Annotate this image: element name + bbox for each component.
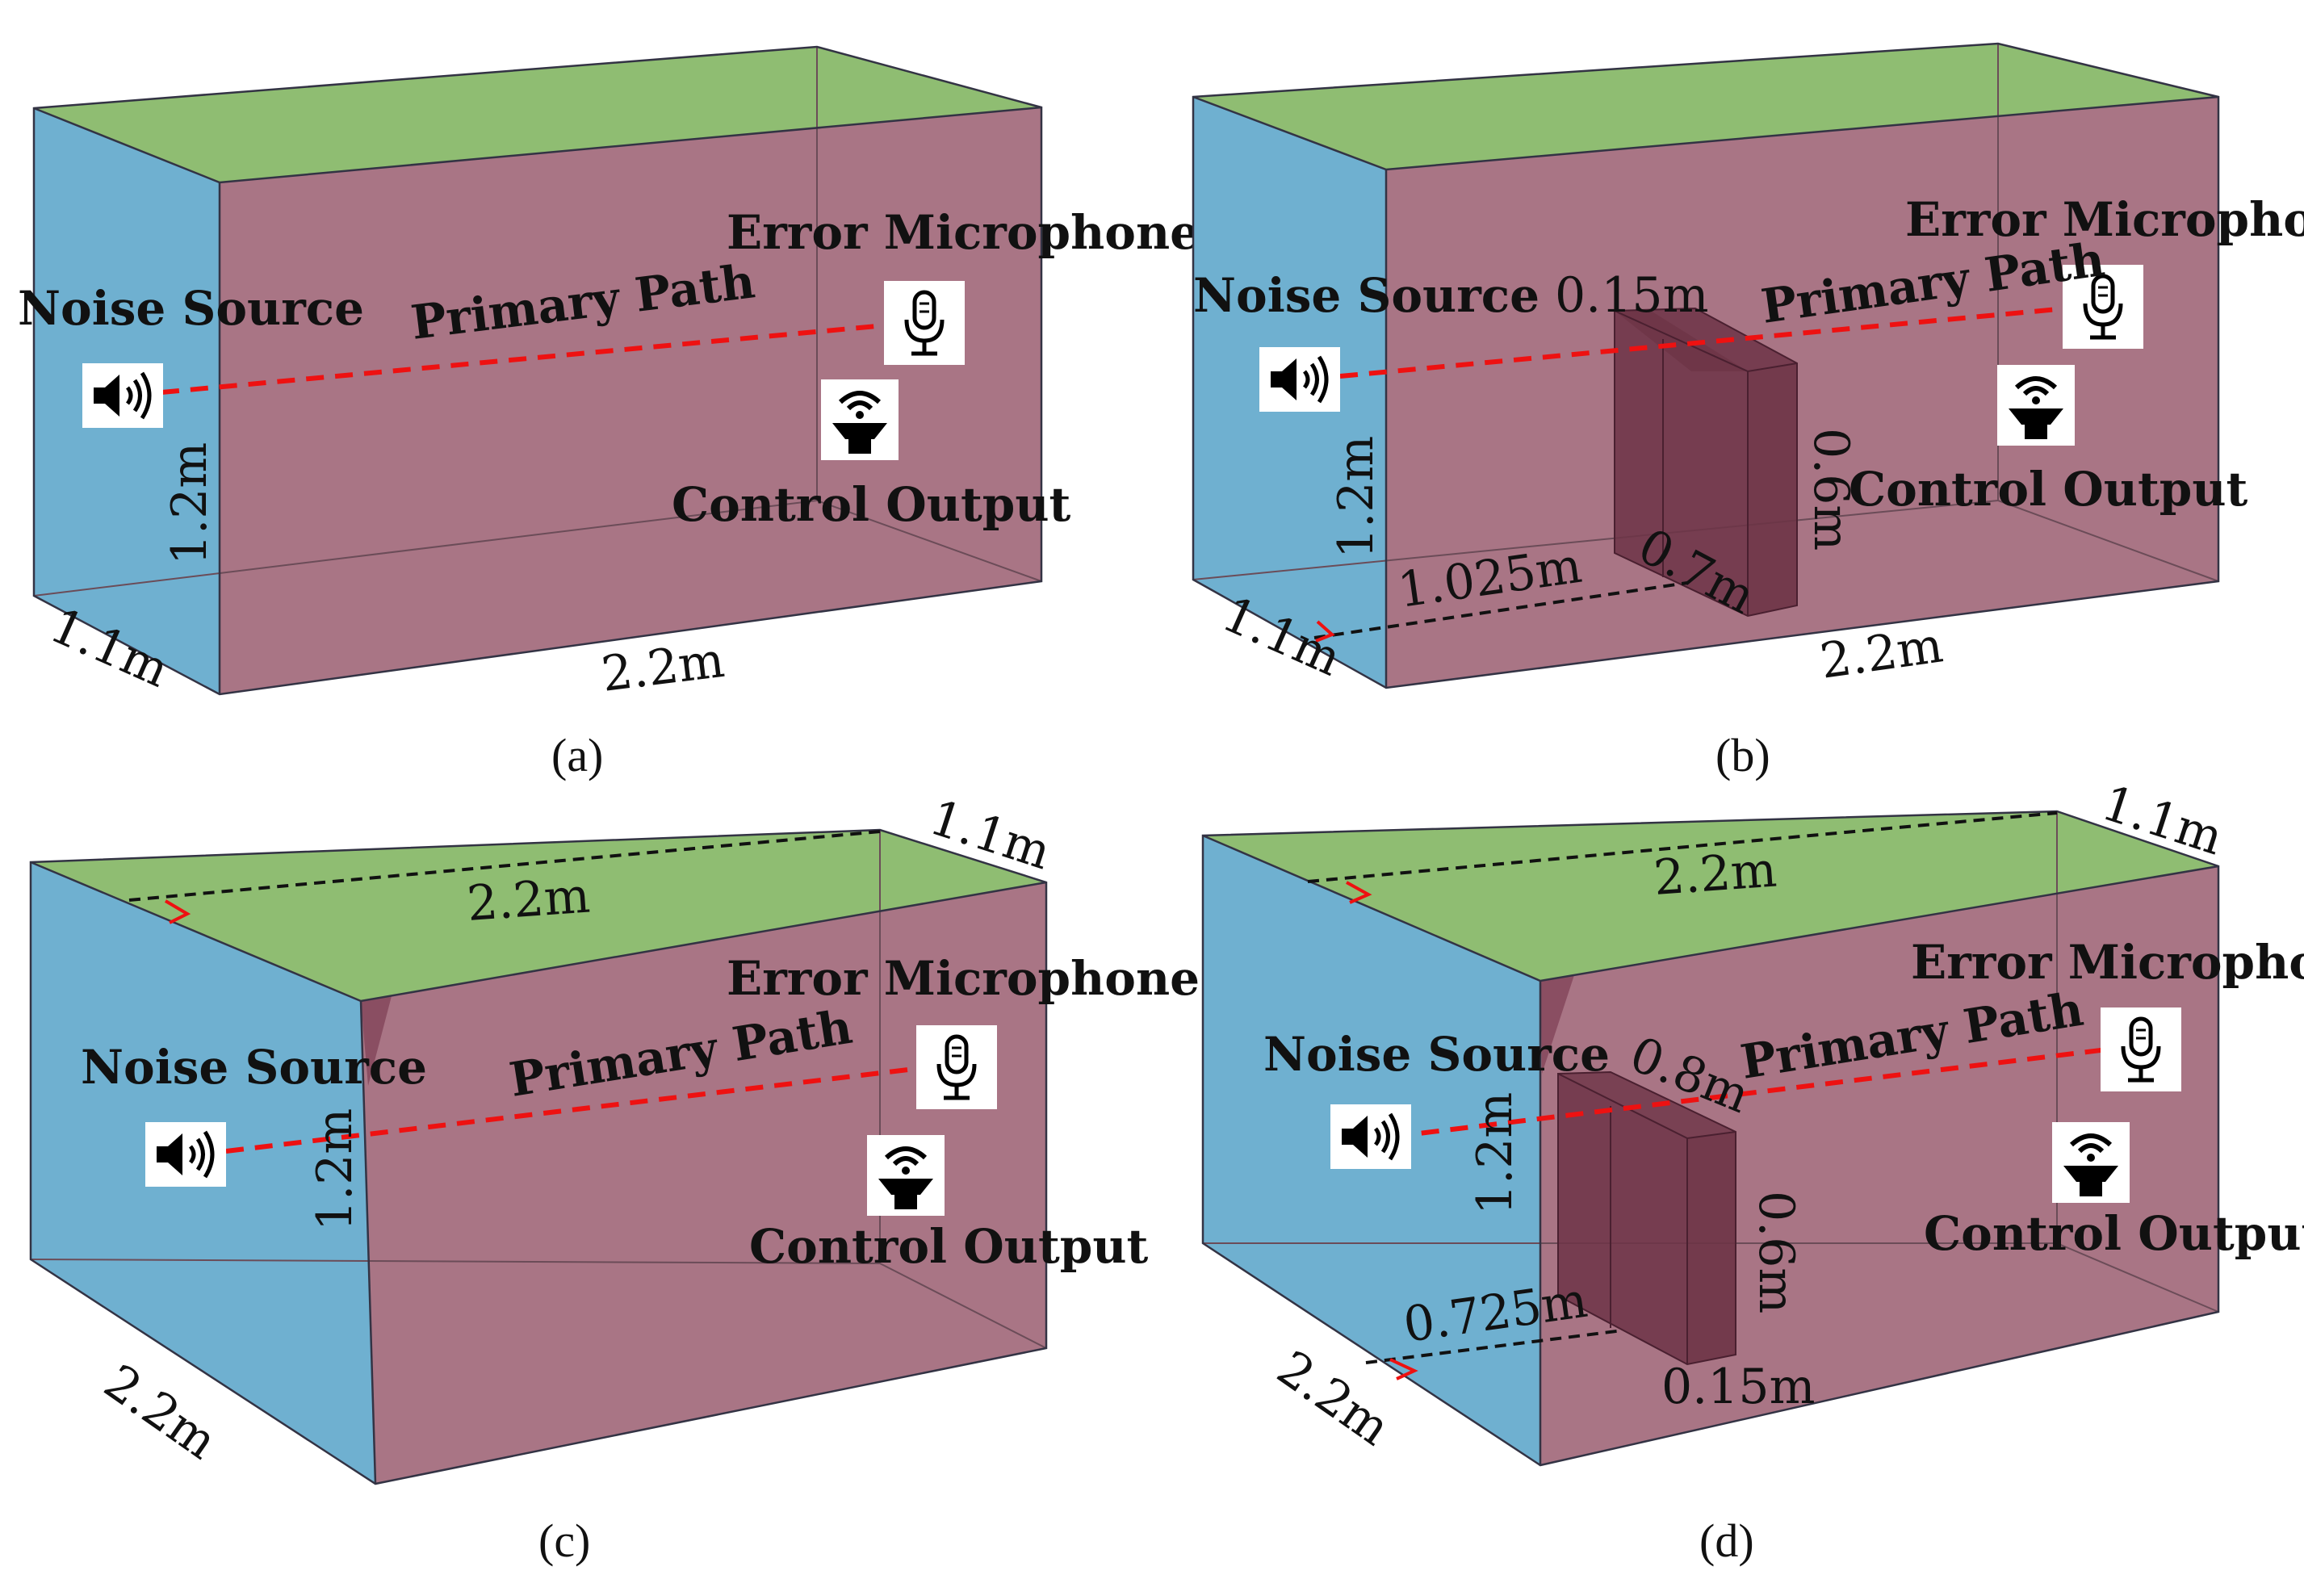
- panel-c: Noise Source Error Microphone Control Ou…: [29, 790, 1200, 1567]
- microphone-icon: [2101, 1007, 2181, 1091]
- error-microphone-label: Error Microphone: [1905, 192, 2304, 247]
- offset-dimension-line: [1365, 1329, 1623, 1364]
- caption-c: (c): [538, 1514, 590, 1567]
- control-speaker-icon: [2052, 1122, 2130, 1203]
- control-speaker-icon: [1997, 365, 2075, 446]
- caption-a: (a): [551, 729, 603, 781]
- microphone-icon: [916, 1025, 997, 1109]
- room-edges: [1201, 810, 2220, 1467]
- microphone-icon: [884, 281, 965, 365]
- caption-d: (d): [1699, 1514, 1754, 1567]
- obstacle-thickness-label: 0.15m: [1555, 267, 1709, 324]
- top-length-label: 2.2m: [1652, 842, 1778, 907]
- primary-path-line: [1392, 1047, 2108, 1139]
- noise-source-label: Noise Source: [1193, 268, 1539, 323]
- top-dimension-marker: [164, 899, 191, 924]
- obstacle-thickness-label: 0.15m: [1661, 1359, 1816, 1415]
- room-corner-shade: [361, 996, 392, 1086]
- control-output-label: Control Output: [1924, 1206, 2304, 1261]
- error-microphone-label: Error Microphone: [727, 205, 1200, 260]
- room-front-face: [220, 107, 1041, 694]
- speaker-icon: [145, 1122, 226, 1187]
- control-output-label: Control Output: [1849, 462, 2247, 517]
- panel-d: Noise Source Error Microphone Control Ou…: [1201, 775, 2304, 1567]
- height-label: 1.2m: [1328, 436, 1384, 559]
- room-corner-shade: [1540, 975, 1574, 1074]
- room-edges: [1192, 42, 2220, 689]
- length-label: 2.2m: [598, 632, 727, 703]
- height-label: 1.2m: [307, 1108, 363, 1231]
- noise-source-label: Noise Source: [81, 1040, 427, 1095]
- control-output-label: Control Output: [672, 477, 1070, 532]
- obstacle-block: [1557, 1070, 1736, 1366]
- error-microphone-label: Error Microphone: [727, 951, 1200, 1006]
- room-top-face: [1193, 44, 2218, 170]
- offset-marker: [1315, 620, 1335, 643]
- primary-path-line: [1339, 306, 2067, 379]
- room-front-face: [361, 882, 1046, 1484]
- room-top-face: [34, 47, 1041, 182]
- caption-b: (b): [1715, 729, 1770, 781]
- obstacle-block: [1614, 307, 1798, 618]
- offset-marker: [1389, 1358, 1418, 1380]
- control-speaker-icon: [867, 1135, 945, 1216]
- hidden-edges: [33, 47, 1042, 597]
- room-edges: [32, 45, 1043, 696]
- speaker-icon: [1259, 347, 1340, 412]
- obstacle-height-label: 0.6m: [1803, 428, 1859, 551]
- noise-source-label: Noise Source: [18, 281, 364, 336]
- offset-dimension-line: [1313, 581, 1688, 639]
- room-top-face: [31, 830, 1046, 1001]
- top-dimension-line: [128, 830, 881, 902]
- speaker-icon: [1330, 1104, 1411, 1169]
- panel-b: Noise Source Error Microphone Control Ou…: [1192, 42, 2304, 781]
- noise-source-label: Noise Source: [1263, 1027, 1610, 1082]
- height-label: 1.2m: [1467, 1092, 1523, 1215]
- panel-a: Noise Source Error Microphone Control Ou…: [18, 45, 1200, 781]
- room-edges: [29, 828, 1048, 1485]
- top-length-label: 2.2m: [465, 868, 592, 932]
- error-microphone-label: Error Microphone: [1911, 935, 2304, 990]
- control-speaker-icon: [821, 379, 899, 460]
- control-output-label: Control Output: [749, 1219, 1148, 1274]
- height-label: 1.2m: [161, 442, 218, 565]
- primary-path-line: [161, 322, 895, 395]
- top-dimension-marker: [1346, 881, 1372, 904]
- speaker-icon: [82, 363, 163, 428]
- top-dimension-line: [1307, 811, 2058, 883]
- obstacle-height-label: 0.6m: [1748, 1191, 1804, 1313]
- room-top-face: [1203, 811, 2218, 981]
